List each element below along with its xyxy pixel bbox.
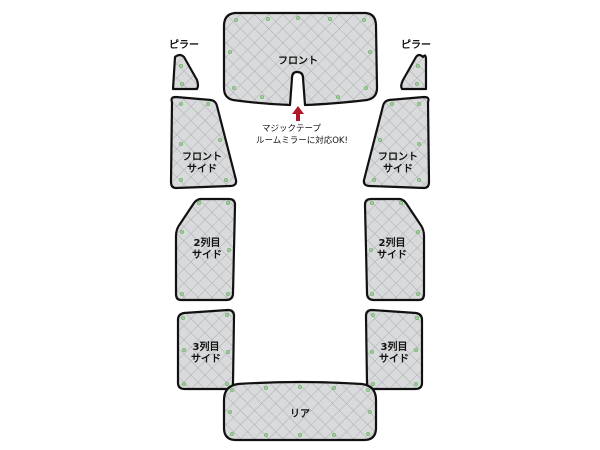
snap-stud	[369, 291, 375, 297]
snap-stud	[178, 141, 184, 147]
mirror-annotation: マジックテープ ルームミラーに対応OK!	[256, 106, 348, 146]
snap-stud	[377, 137, 383, 143]
snap-stud	[231, 85, 237, 91]
pillar-right-panel: ピラー	[400, 39, 431, 91]
snap-stud	[416, 177, 422, 183]
snap-stud	[295, 15, 301, 21]
rear-window-panel: リア	[222, 380, 378, 442]
snap-stud	[416, 101, 422, 107]
row2-side-right-panel: 2列目 サイド	[363, 197, 426, 302]
front-windshield-label: フロント	[278, 55, 318, 67]
snap-stud	[224, 381, 230, 387]
front-windshield-panel: フロント	[222, 11, 379, 107]
snap-stud	[297, 384, 303, 390]
snap-stud	[181, 381, 187, 387]
snap-stud	[227, 49, 233, 55]
snap-stud	[331, 385, 337, 391]
snap-stud	[217, 137, 223, 143]
front-side-right-label-2: サイド	[383, 163, 413, 175]
row3-side-right-label-2: サイド	[379, 353, 409, 365]
snap-stud	[265, 16, 271, 22]
snap-stud	[229, 387, 235, 393]
rear-window-label: リア	[290, 408, 310, 420]
snap-stud	[365, 387, 371, 393]
row3-side-right-panel: 3列目 サイド	[364, 308, 424, 391]
snap-stud	[180, 315, 186, 321]
front-side-right-panel: フロント サイド	[362, 95, 431, 190]
snap-stud	[223, 177, 229, 183]
annotation-line-1: マジックテープ	[262, 124, 321, 134]
front-side-right-label-1: フロント	[378, 151, 418, 163]
snap-stud	[205, 101, 211, 107]
snap-stud	[327, 16, 333, 22]
row3-side-left-label-1: 3列目	[193, 340, 220, 353]
snap-stud	[226, 247, 232, 253]
snap-stud	[371, 177, 377, 183]
snap-stud	[413, 347, 419, 353]
snap-stud	[225, 200, 231, 206]
snap-stud	[229, 431, 235, 437]
row2-side-right-label-2: サイド	[377, 249, 407, 261]
snap-stud	[389, 101, 395, 107]
snap-stud	[227, 409, 233, 415]
snap-stud	[225, 349, 231, 355]
snap-stud	[178, 63, 184, 69]
snap-stud	[413, 381, 419, 387]
snap-stud	[398, 200, 404, 206]
snap-stud	[415, 63, 421, 69]
snap-stud	[368, 247, 374, 253]
snap-stud	[414, 81, 420, 87]
snap-stud	[263, 432, 269, 438]
snap-stud	[179, 291, 185, 297]
snap-stud	[179, 229, 185, 235]
snap-stud	[361, 17, 367, 23]
snap-stud	[179, 81, 185, 87]
snap-stud	[225, 291, 231, 297]
pillar-left-panel: ピラー	[169, 39, 200, 91]
snap-stud	[416, 141, 422, 147]
snap-stud	[367, 49, 373, 55]
snap-stud	[369, 200, 375, 206]
snap-stud	[335, 94, 341, 100]
snap-stud	[297, 432, 303, 438]
snap-stud	[178, 177, 184, 183]
front-side-left-label-1: フロント	[182, 151, 222, 163]
row3-side-right-label-1: 3列目	[381, 340, 408, 353]
snap-stud	[370, 381, 376, 387]
row3-side-left-panel: 3列目 サイド	[176, 308, 236, 391]
snap-stud	[415, 291, 421, 297]
snap-stud	[196, 200, 202, 206]
snap-studs	[178, 15, 422, 438]
snap-stud	[415, 229, 421, 235]
snap-stud	[259, 94, 265, 100]
row2-side-left-label-1: 2列目	[194, 236, 221, 249]
snap-stud	[178, 101, 184, 107]
snap-stud	[331, 432, 337, 438]
snap-stud	[233, 17, 239, 23]
snap-stud	[181, 347, 187, 353]
snap-stud	[263, 385, 269, 391]
row3-side-left-label-2: サイド	[191, 353, 221, 365]
snap-stud	[367, 409, 373, 415]
arrow-up-icon	[292, 106, 304, 121]
snap-stud	[365, 431, 371, 437]
pillar-left-label: ピラー	[169, 39, 199, 51]
pillar-right-label: ピラー	[401, 39, 431, 51]
front-side-left-panel: フロント サイド	[169, 95, 238, 190]
snap-stud	[224, 312, 230, 318]
snap-stud	[370, 312, 376, 318]
snap-stud	[369, 349, 375, 355]
snap-stud	[414, 315, 420, 321]
row2-side-right-label-1: 2列目	[379, 236, 406, 249]
snap-stud	[363, 85, 369, 91]
front-side-left-label-2: サイド	[187, 163, 217, 175]
row2-side-left-panel: 2列目 サイド	[174, 197, 237, 302]
annotation-line-2: ルームミラーに対応OK!	[256, 135, 348, 146]
row2-side-left-label-2: サイド	[192, 249, 222, 261]
